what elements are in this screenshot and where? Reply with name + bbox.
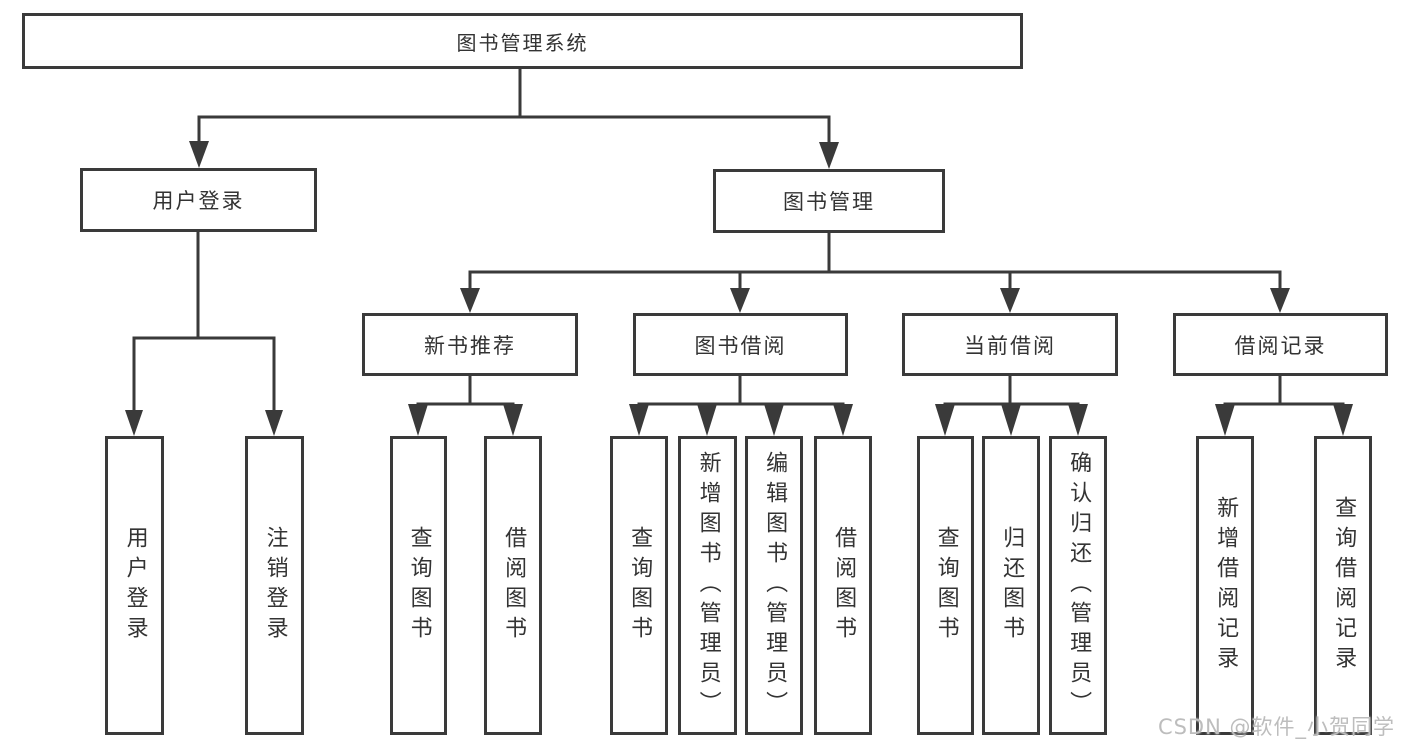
connector-current-borrow-to-children: [935, 374, 1088, 436]
arrowhead-icon: [265, 410, 283, 436]
connector-borrow-records-to-children: [1215, 374, 1353, 436]
leaf-borrow-borrow-book-label: 借阅图书: [831, 525, 857, 646]
arrowhead-icon: [730, 288, 750, 313]
leaf-current-query-book: 查询图书: [917, 436, 974, 735]
arrowhead-icon: [408, 404, 428, 436]
leaf-recommend-query-book: 查询图书: [390, 436, 447, 735]
connector-book-mgmt-to-level2: [460, 231, 1290, 313]
node-borrow-records-label: 借阅记录: [1234, 333, 1327, 358]
leaf-current-return-book: 归还图书: [982, 436, 1040, 735]
leaf-borrow-query-book: 查询图书: [610, 436, 668, 735]
leaf-records-query-record-label: 查询借阅记录: [1331, 495, 1357, 676]
node-book-management-label: 图书管理: [783, 190, 875, 214]
leaf-borrow-borrow-book: 借阅图书: [814, 436, 872, 735]
leaf-recommend-query-book-label: 查询图书: [406, 525, 432, 646]
arrowhead-icon: [833, 404, 853, 436]
arrowhead-icon: [819, 142, 839, 169]
leaf-borrow-edit-book-admin: 编辑图书（管理员）: [745, 436, 803, 735]
node-new-book-recommend: 新书推荐: [362, 313, 578, 376]
leaf-user-login-label: 用户登录: [122, 525, 148, 646]
arrowhead-icon: [935, 404, 955, 436]
leaf-records-add-record: 新增借阅记录: [1196, 436, 1254, 735]
leaf-records-add-record-label: 新增借阅记录: [1213, 495, 1239, 676]
leaf-borrow-add-book-admin-label: 新增图书（管理员）: [695, 450, 721, 721]
node-book-borrow-label: 图书借阅: [694, 333, 787, 358]
arrowhead-icon: [629, 404, 649, 436]
node-book-borrow: 图书借阅: [633, 313, 848, 376]
arrowhead-icon: [764, 404, 784, 436]
leaf-logout: 注销登录: [245, 436, 304, 735]
arrowhead-icon: [697, 404, 717, 436]
arrowhead-icon: [1333, 404, 1353, 436]
connector-root-to-level1: [189, 67, 839, 169]
leaf-recommend-borrow-book: 借阅图书: [484, 436, 542, 735]
connector-user-login-to-children: [125, 230, 283, 436]
leaf-current-confirm-return-admin-label: 确认归还（管理员）: [1066, 450, 1092, 721]
leaf-recommend-borrow-book-label: 借阅图书: [501, 525, 527, 646]
leaf-logout-label: 注销登录: [262, 525, 288, 646]
leaf-records-query-record: 查询借阅记录: [1314, 436, 1372, 735]
node-current-borrow: 当前借阅: [902, 313, 1118, 376]
leaf-current-query-book-label: 查询图书: [933, 525, 959, 646]
arrowhead-icon: [1215, 404, 1235, 436]
arrowhead-icon: [1001, 404, 1021, 436]
node-root: 图书管理系统: [22, 13, 1023, 69]
arrowhead-icon: [189, 141, 209, 168]
node-root-label: 图书管理系统: [456, 30, 589, 55]
node-book-management: 图书管理: [713, 169, 945, 233]
node-current-borrow-label: 当前借阅: [964, 333, 1056, 358]
node-borrow-records: 借阅记录: [1173, 313, 1388, 376]
arrowhead-icon: [460, 288, 480, 313]
arrowhead-icon: [1270, 288, 1290, 313]
leaf-borrow-query-book-label: 查询图书: [627, 525, 653, 646]
leaf-borrow-edit-book-admin-label: 编辑图书（管理员）: [762, 450, 788, 721]
leaf-current-confirm-return-admin: 确认归还（管理员）: [1049, 436, 1107, 735]
connector-book-borrow-to-children: [629, 374, 853, 436]
node-user-login-label: 用户登录: [152, 189, 245, 213]
arrowhead-icon: [1000, 288, 1020, 313]
node-new-book-recommend-label: 新书推荐: [424, 333, 516, 358]
leaf-current-return-book-label: 归还图书: [999, 525, 1025, 646]
arrowhead-icon: [1068, 404, 1088, 436]
connector-new-book-to-children: [408, 374, 523, 436]
arrowhead-icon: [125, 410, 143, 436]
arrowhead-icon: [503, 404, 523, 436]
node-user-login: 用户登录: [80, 168, 317, 232]
leaf-user-login: 用户登录: [105, 436, 164, 735]
leaf-borrow-add-book-admin: 新增图书（管理员）: [678, 436, 737, 735]
